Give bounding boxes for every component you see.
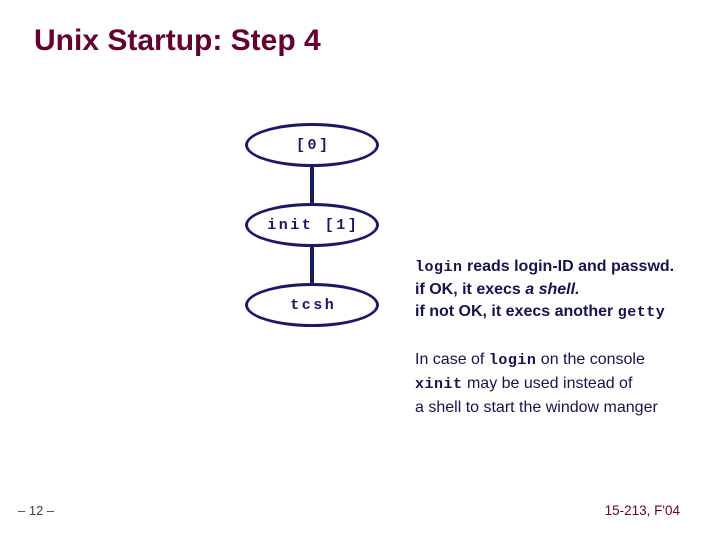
login-line2-text: if OK, it execs: [415, 281, 526, 298]
console-line1-pre: In case of: [415, 351, 489, 368]
login-description-block: login reads login-ID and passwd. if OK, …: [415, 256, 674, 324]
login-line1-text: reads login-ID and passwd.: [462, 258, 675, 275]
diagram-node-process-0: [0]: [245, 123, 379, 167]
mono-term-login: login: [415, 259, 463, 276]
diagram-node-process-init: init [1]: [245, 203, 379, 247]
console-note-block: In case of login on the console xinit ma…: [415, 348, 658, 419]
diagram-node-label: init [1]: [267, 216, 360, 234]
login-description-line3: if not OK, it execs another getty: [415, 301, 674, 324]
diagram-node-label: [0]: [295, 136, 331, 154]
console-note-line2: xinit may be used instead of: [415, 372, 658, 396]
page-number: – 12 –: [18, 503, 55, 518]
mono-term-xinit: xinit: [415, 376, 463, 393]
diagram-node-label: tcsh: [290, 296, 337, 314]
diagram-edge-0-init: [310, 167, 314, 203]
console-note-line1: In case of login on the console: [415, 348, 658, 372]
italic-term-a-shell: a shell.: [525, 281, 580, 298]
console-line1-post: on the console: [536, 351, 645, 368]
login-description-line2: if OK, it execs a shell.: [415, 279, 674, 301]
console-note-line3: a shell to start the window manger: [415, 399, 658, 416]
login-description-line1: login reads login-ID and passwd.: [415, 256, 674, 279]
diagram-edge-init-tcsh: [310, 247, 314, 283]
diagram-node-process-tcsh: tcsh: [245, 283, 379, 327]
slide-title: Unix Startup: Step 4: [34, 24, 321, 57]
mono-term-login-2: login: [488, 352, 537, 369]
login-line3-text: if not OK, it execs another: [415, 303, 618, 320]
mono-term-getty: getty: [617, 304, 666, 321]
course-footer-label: 15-213, F'04: [604, 503, 680, 518]
console-line2-post: may be used instead of: [462, 375, 633, 392]
